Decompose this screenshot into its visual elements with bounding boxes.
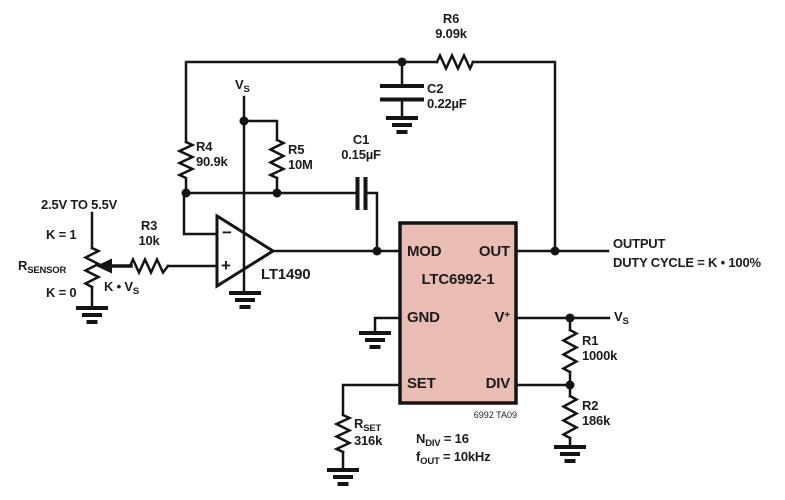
ic-pin-vplus: V+	[494, 309, 511, 326]
c1-value: 0.15µF	[341, 147, 381, 162]
rset-value-label: 316k	[354, 433, 383, 448]
ic-pin-mod: MOD	[407, 243, 442, 260]
ic-tag-label: 6992 TA09	[473, 410, 517, 420]
c2-name: C2	[427, 81, 444, 96]
r4-name: R4	[196, 139, 213, 154]
rsensor-pot-icon	[82, 246, 102, 289]
junction-dot	[239, 116, 249, 126]
ic-pin-set: SET	[407, 375, 436, 392]
ground-r2-icon	[554, 445, 586, 463]
c2-capacitor-icon	[380, 84, 424, 102]
junction-dot	[372, 246, 382, 256]
r5-name: R5	[288, 142, 305, 157]
output-label: OUTPUT	[613, 236, 666, 251]
c1-capacitor-icon	[355, 177, 368, 210]
c2-value: 0.22µF	[427, 96, 467, 111]
wiper-arrow-icon	[96, 258, 112, 274]
opamp-minus-label: −	[222, 223, 232, 242]
r6-name: R6	[442, 11, 460, 26]
c2-label: C2 0.22µF	[427, 81, 467, 111]
junction-dot	[181, 188, 191, 198]
supply-range-label: 2.5V TO 5.5V	[41, 197, 118, 212]
rsensor-label: RSENSOR	[18, 258, 67, 276]
ground-rset-icon	[327, 468, 359, 486]
opamp-part-label: LT1490	[261, 266, 311, 283]
duty-cycle-label: DUTY CYCLE = K • 100%	[613, 255, 761, 270]
wire-feedback-bottom	[182, 191, 358, 236]
r4-resistor-icon	[176, 140, 196, 195]
r1-value: 1000k	[582, 348, 618, 363]
c1-label: C1 0.15µF	[330, 132, 392, 162]
junction-dot	[397, 57, 407, 67]
ground-ic-icon	[359, 331, 391, 349]
ndiv-note-label: NDIV = 16	[416, 431, 469, 449]
r2-value: 186k	[582, 413, 611, 428]
junction-dot	[565, 313, 575, 323]
r3-value: 10k	[138, 233, 160, 248]
ic-pin-gnd: GND	[407, 309, 440, 326]
pot-k0-label: K = 0	[46, 285, 77, 300]
r1-resistor-icon	[560, 328, 580, 374]
rset-name-label: RSET	[354, 416, 382, 434]
r4-value: 90.9k	[196, 154, 228, 169]
wire-feedback-top	[184, 60, 557, 253]
r3-label: R3 10k	[127, 218, 171, 248]
c1-name: C1	[352, 132, 370, 147]
ic-pin-div: DIV	[485, 375, 511, 392]
wire-r5-branch	[242, 119, 279, 195]
r1-name: R1	[582, 333, 599, 348]
wire-gnd-pin	[373, 316, 402, 334]
ic-pin-out: OUT	[478, 243, 510, 260]
ground-pot-icon	[76, 306, 108, 324]
r6-resistor-icon	[435, 52, 475, 72]
wire-set-pin	[341, 383, 402, 471]
r3-name: R3	[140, 218, 158, 233]
r6-label: R6 9.09k	[420, 11, 482, 41]
r2-name: R2	[582, 398, 599, 413]
r4-label: R4 90.9k	[196, 139, 228, 169]
r2-label: R2 186k	[582, 398, 610, 428]
ic-body	[398, 221, 518, 405]
r1-label: R1 1000k	[582, 333, 617, 363]
junction-dots	[181, 57, 575, 390]
r6-value: 9.09k	[435, 26, 467, 41]
ground-opamp-icon	[229, 291, 261, 309]
kvs-label: K • VS	[104, 279, 139, 297]
vs-right-label: VS	[614, 309, 629, 327]
junction-dot	[565, 380, 575, 390]
wire-layer	[76, 52, 611, 486]
fout-note-label: fOUT = 10kHz	[416, 449, 491, 467]
opamp-plus-label: +	[221, 256, 231, 275]
r5-label: R5 10M	[288, 142, 313, 172]
ground-c2-icon	[386, 116, 418, 134]
junction-dot	[550, 246, 560, 256]
junction-dot	[272, 188, 282, 198]
r5-value: 10M	[288, 157, 313, 172]
wire-c1-to-mod	[364, 191, 379, 253]
r2-resistor-icon	[560, 394, 580, 440]
pot-k1-label: K = 1	[46, 227, 77, 242]
ic-part-label: LTC6992-1	[421, 271, 495, 288]
rset-resistor-icon	[333, 413, 353, 454]
vs-top-label: VS	[235, 77, 250, 95]
r5-resistor-icon	[267, 138, 287, 180]
r3-resistor-icon	[128, 256, 170, 276]
wire-div-pin	[514, 383, 572, 448]
